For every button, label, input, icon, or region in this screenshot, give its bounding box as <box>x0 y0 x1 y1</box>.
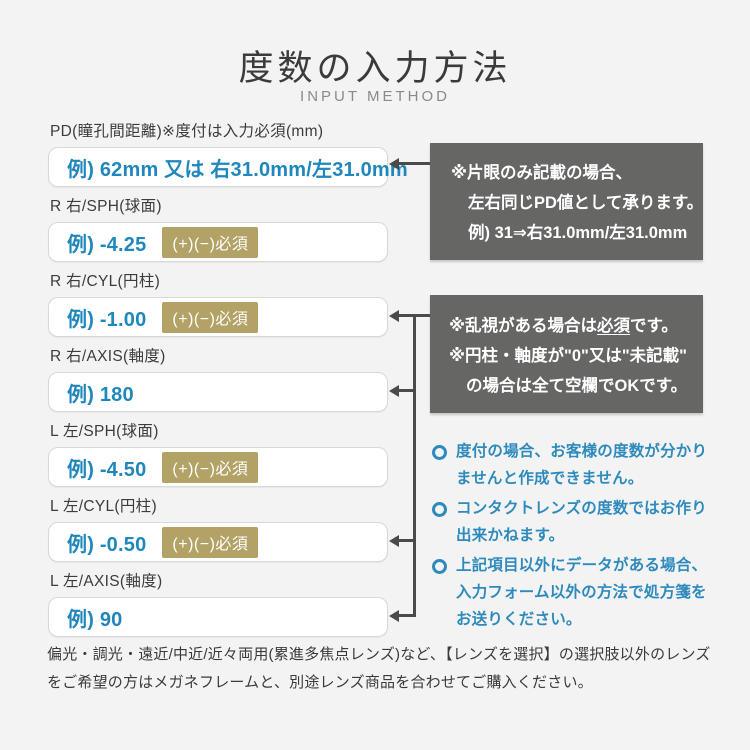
field-pd-example-value: 例) 62mm 又は 右31.0mm/左31.0mm <box>67 158 408 181</box>
pd-arrow-line <box>393 162 430 165</box>
list-item: コンタクトレンズの度数ではお作り出来かねます。 <box>432 495 722 549</box>
l-axis-arrow-line <box>393 614 416 617</box>
required-sign-badge: (+)(−)必須 <box>162 526 259 558</box>
circle-bullet-icon <box>432 559 447 574</box>
cyl-note-line1-pre: ※乱視がある場合は <box>449 317 598 335</box>
field-r-axis-example-value: 例) 180 <box>67 383 134 406</box>
field-r-sph: R 右/SPH(球面) 例) -4.25 (+)(−)必須 <box>48 194 388 262</box>
field-r-sph-example-value: 例) -4.25 <box>67 233 147 256</box>
circle-bullet-icon <box>432 445 447 460</box>
field-l-cyl: L 左/CYL(円柱) 例) -0.50 (+)(−)必須 <box>48 494 388 562</box>
field-pd: PD(瞳孔間距離)※度付は入力必須(mm) 例) 62mm 又は 右31.0mm… <box>48 119 408 187</box>
field-l-cyl-label: L 左/CYL(円柱) <box>50 498 157 515</box>
r-axis-arrow-line <box>393 389 416 392</box>
note-text: 上記項目以外にデータがある場合、入力フォーム以外の方法で処方箋をお送りください。 <box>456 557 708 628</box>
field-l-sph-example-value: 例) -4.50 <box>67 458 147 481</box>
pd-note-line1: ※片眼のみ記載の場合、 <box>451 164 633 182</box>
cyl-note-line1-underlined: 必須 <box>597 317 631 335</box>
field-l-sph: L 左/SPH(球面) 例) -4.50 (+)(−)必須 <box>48 419 388 487</box>
cyl-note-line2: ※円柱・軸度が"0"又は"未記載" <box>449 347 688 365</box>
pd-arrow-head-icon <box>389 158 399 170</box>
cyl-note-line3: の場合は全て空欄でOKです。 <box>466 377 688 395</box>
r-axis-arrow-head-icon <box>389 385 399 397</box>
field-l-cyl-input-example: 例) -0.50 (+)(−)必須 <box>48 522 388 562</box>
required-sign-badge: (+)(−)必須 <box>162 226 259 258</box>
l-cyl-arrow-line <box>393 539 416 542</box>
l-axis-arrow-head-icon <box>389 610 399 622</box>
field-pd-input-example: 例) 62mm 又は 右31.0mm/左31.0mm <box>48 147 408 187</box>
field-r-sph-input-example: 例) -4.25 (+)(−)必須 <box>48 222 388 262</box>
r-cyl-arrow-head-icon <box>389 310 399 322</box>
field-r-cyl-example-value: 例) -1.00 <box>67 308 147 331</box>
circle-bullet-icon <box>432 502 447 517</box>
field-l-sph-label: L 左/SPH(球面) <box>50 423 159 440</box>
field-r-cyl-input-example: 例) -1.00 (+)(−)必須 <box>48 297 388 337</box>
field-r-axis: R 右/AXIS(軸度) 例) 180 <box>48 344 388 412</box>
field-l-cyl-example-value: 例) -0.50 <box>67 533 147 556</box>
field-r-cyl-label: R 右/CYL(円柱) <box>50 273 161 290</box>
field-l-axis: L 左/AXIS(軸度) 例) 90 <box>48 569 388 637</box>
page-subtitle: INPUT METHOD <box>300 88 450 105</box>
l-cyl-arrow-head-icon <box>389 535 399 547</box>
field-r-cyl: R 右/CYL(円柱) 例) -1.00 (+)(−)必須 <box>48 269 388 337</box>
footer-note: 偏光・調光・遠近/中近/近々両用(累進多焦点レンズ)など、【レンズを選択】の選択… <box>47 646 711 691</box>
note-text: 度付の場合、お客様の度数が分かりませんと作成できません。 <box>456 443 708 487</box>
list-item: 上記項目以外にデータがある場合、入力フォーム以外の方法で処方箋をお送りください。 <box>432 552 722 633</box>
field-l-axis-input-example: 例) 90 <box>48 597 388 637</box>
field-r-sph-label: R 右/SPH(球面) <box>50 198 162 215</box>
field-r-axis-input-example: 例) 180 <box>48 372 388 412</box>
field-l-sph-input-example: 例) -4.50 (+)(−)必須 <box>48 447 388 487</box>
field-r-axis-label: R 右/AXIS(軸度) <box>50 348 166 365</box>
pd-note-line3: 例) 31⇒右31.0mm/左31.0mm <box>468 224 688 242</box>
cyl-axis-note-callout: ※乱視がある場合は必須です。 ※円柱・軸度が"0"又は"未記載" の場合は全て空… <box>430 295 703 413</box>
cyl-note-line1-post: です。 <box>630 317 678 335</box>
pd-note-callout: ※片眼のみ記載の場合、 左右同じPD値として承ります。 例) 31⇒右31.0m… <box>430 143 703 260</box>
notes-list: 度付の場合、お客様の度数が分かりませんと作成できません。 コンタクトレンズの度数… <box>432 438 722 636</box>
required-sign-badge: (+)(−)必須 <box>162 301 259 333</box>
connector-vertical-line <box>413 314 416 617</box>
field-l-axis-example-value: 例) 90 <box>67 608 123 631</box>
pd-note-line2: 左右同じPD値として承ります。 <box>468 194 704 212</box>
field-pd-label: PD(瞳孔間距離)※度付は入力必須(mm) <box>50 123 324 140</box>
list-item: 度付の場合、お客様の度数が分かりませんと作成できません。 <box>432 438 722 492</box>
page-title: 度数の入力方法 <box>238 49 512 88</box>
field-l-axis-label: L 左/AXIS(軸度) <box>50 573 163 590</box>
note-text: コンタクトレンズの度数ではお作り出来かねます。 <box>456 500 707 544</box>
r-cyl-arrow-line <box>393 314 430 317</box>
required-sign-badge: (+)(−)必須 <box>162 451 259 483</box>
cyl-note-line1: ※乱視がある場合は必須です。 <box>449 311 703 341</box>
